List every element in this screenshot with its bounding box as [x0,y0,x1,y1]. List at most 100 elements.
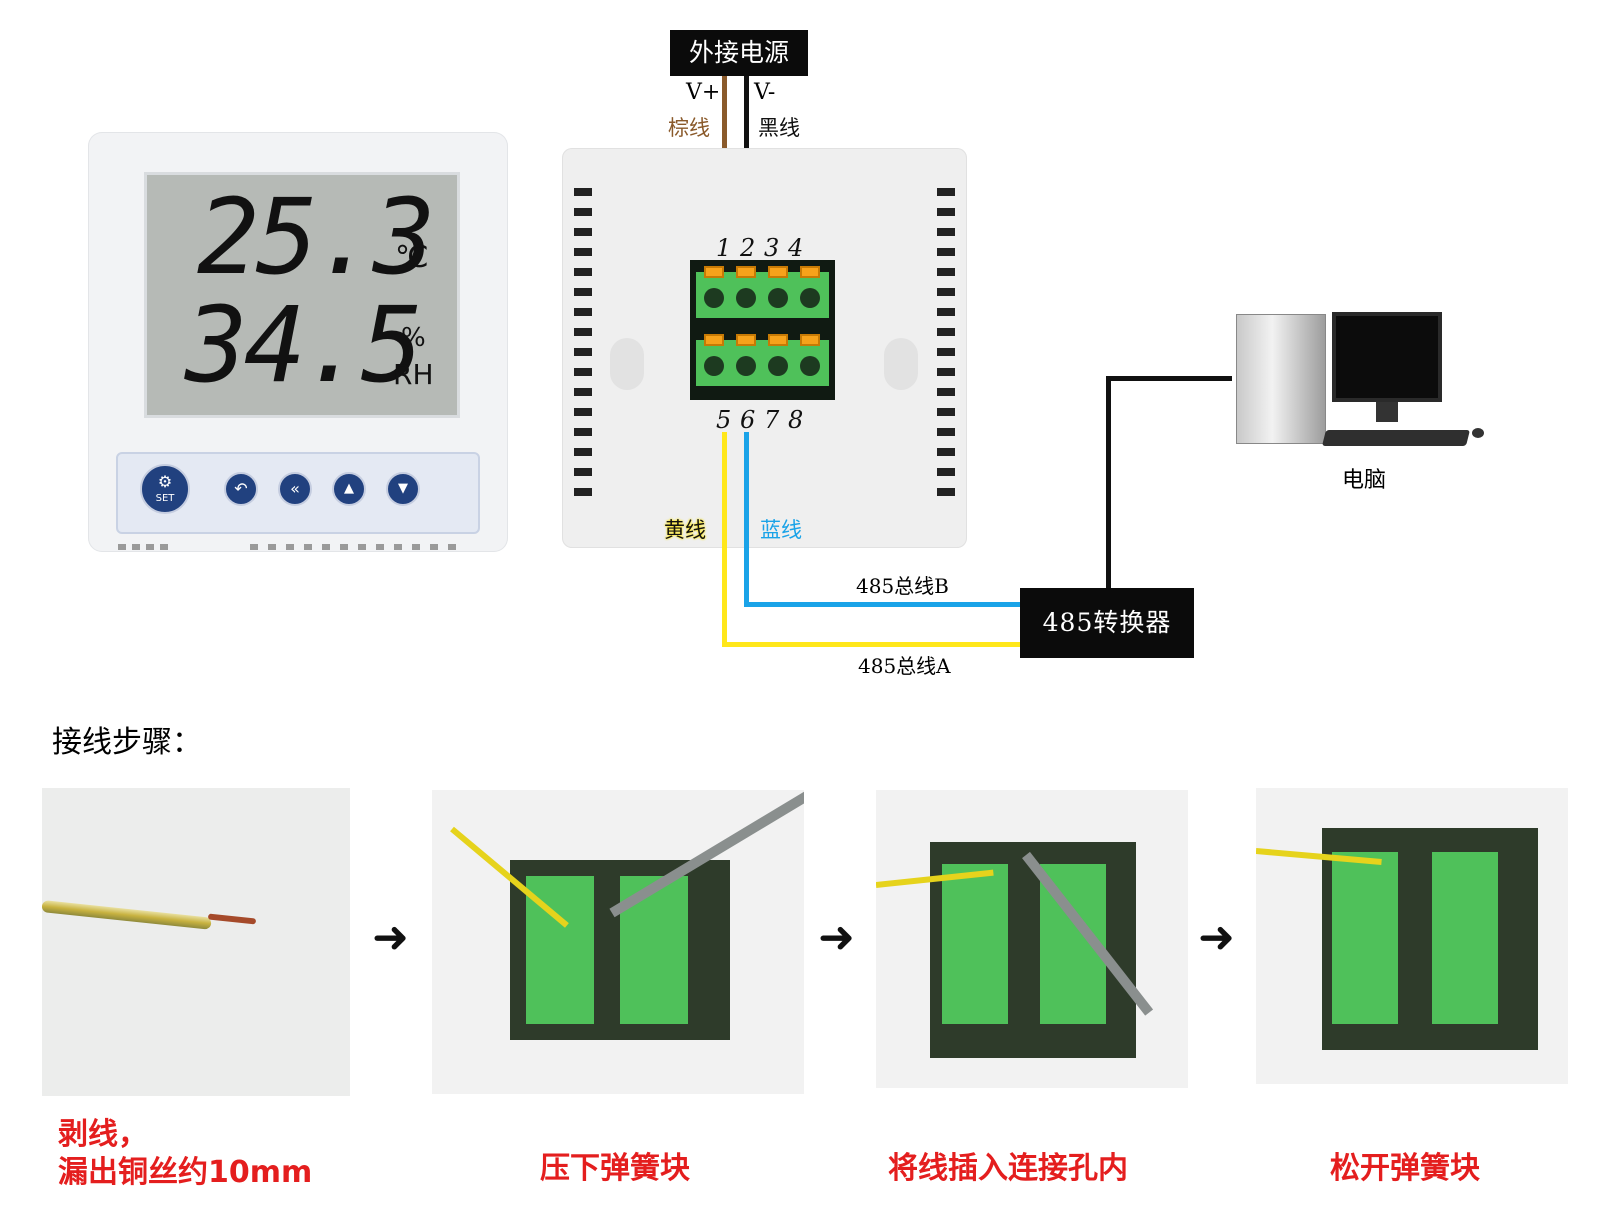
vent-slot [574,488,592,496]
arrow-right-icon: ➜ [1198,912,1235,963]
vent-slot [937,408,955,416]
vent-slot [937,468,955,476]
lcd-screen: 25.3 ℃ 34.5 % RH [144,172,460,418]
yellow-wire-label: 黄线 [664,518,706,542]
spring-clamp [768,334,788,346]
vent-slot [322,544,330,550]
yellow-wire-vertical [722,432,727,646]
back-button[interactable]: ↶ [224,472,258,506]
vent-slot [574,228,592,236]
temperature-reading: 25.3 [197,176,435,298]
arrow-right-icon: ➜ [372,912,409,963]
vent-slot [574,248,592,256]
step1-caption-line1: 剥线， [58,1117,148,1152]
terminal-block [690,260,835,400]
vent-slot [574,368,592,376]
vent-slot [160,544,168,550]
spring-clamp [736,334,756,346]
wire-hole [768,356,788,376]
vent-slot [340,544,348,550]
step1-caption: 剥线， 漏出铜丝约10mm [58,1116,312,1191]
terminal-number-8: 8 [788,406,804,434]
vent-slot [430,544,438,550]
left-button[interactable]: « [278,472,312,506]
rs485-converter-label: 485转换器 [1042,608,1172,637]
blue-wire-horizontal [744,602,1020,607]
vent-slot [937,268,955,276]
down-button[interactable]: ▼ [386,472,420,506]
terminal-number-7: 7 [764,406,780,434]
vent-slot [574,208,592,216]
set-button-label: SET [155,493,175,504]
terminal-number-6: 6 [740,406,756,434]
vent-slot [574,328,592,336]
step1-photo [42,788,350,1096]
sensor-front-panel: 25.3 ℃ 34.5 % RH ⚙ SET ↶ « ▲ ▼ [88,132,508,552]
step1-caption-line2: 漏出铜丝约10mm [58,1154,313,1190]
vent-slot [937,288,955,296]
power-supply-title: 外接电源 [688,38,789,67]
vent-slot [574,448,592,456]
vent-slot [304,544,312,550]
vent-slot [574,188,592,196]
spring-clamp [800,334,820,346]
vminus-label: V- [754,80,776,105]
set-button[interactable]: ⚙ SET [140,464,190,514]
humidity-reading: 34.5 [185,284,423,406]
humidity-unit-rh: RH [393,358,434,391]
vent-slot [448,544,456,550]
vent-slot [574,268,592,276]
step3-caption: 将线插入连接孔内 [888,1151,1128,1186]
converter-to-pc-wire-horizontal [1106,376,1232,381]
double-left-icon: « [290,479,300,498]
up-triangle-icon: ▲ [344,481,354,496]
vent-slot [937,448,955,456]
vent-slot [574,428,592,436]
vent-slot [376,544,384,550]
blue-wire-vertical [744,432,749,606]
sensor-back-panel [562,148,967,548]
vent-slot [574,308,592,316]
converter-to-pc-wire-vertical [1106,376,1111,588]
step4-block-right [1432,852,1498,1024]
vent-slot [937,188,955,196]
up-button[interactable]: ▲ [332,472,366,506]
wire-insulation [42,900,212,930]
down-triangle-icon: ▼ [398,481,408,496]
brown-wire-label: 棕线 [668,116,710,140]
vent-slot [118,544,126,550]
vent-slot [574,468,592,476]
rs485-converter-box: 485转换器 [1020,588,1194,658]
vent-slot [937,228,955,236]
vent-slot [412,544,420,550]
computer-icon [1236,308,1486,458]
vent-slot [937,348,955,356]
vent-slot [358,544,366,550]
mounting-hole-right [884,338,918,390]
black-wire-label: 黑线 [758,116,800,140]
terminal-number-1: 1 [716,234,732,262]
vent-slot [937,388,955,396]
terminal-number-4: 4 [788,234,804,262]
power-supply-box: 外接电源 [670,30,808,76]
vent-slot [574,288,592,296]
wire-hole [704,356,724,376]
step3-block-left [942,864,1008,1024]
vent-slot [937,368,955,376]
wire-hole [736,288,756,308]
step2-caption: 压下弹簧块 [540,1151,690,1186]
vent-slot [146,544,154,550]
copper-strands [207,913,257,925]
spring-clamp [736,266,756,278]
vent-slot [394,544,402,550]
back-icon: ↶ [234,479,248,498]
wire-hole [704,288,724,308]
blue-wire-label: 蓝线 [760,518,802,542]
bus-a-label: 485总线A [858,654,951,678]
terminal-number-2: 2 [740,234,756,262]
vent-slot [937,248,955,256]
step3-photo [876,790,1188,1088]
bus-b-label: 485总线B [856,574,949,598]
arrow-right-icon: ➜ [818,912,855,963]
step4-block-left [1332,852,1398,1024]
